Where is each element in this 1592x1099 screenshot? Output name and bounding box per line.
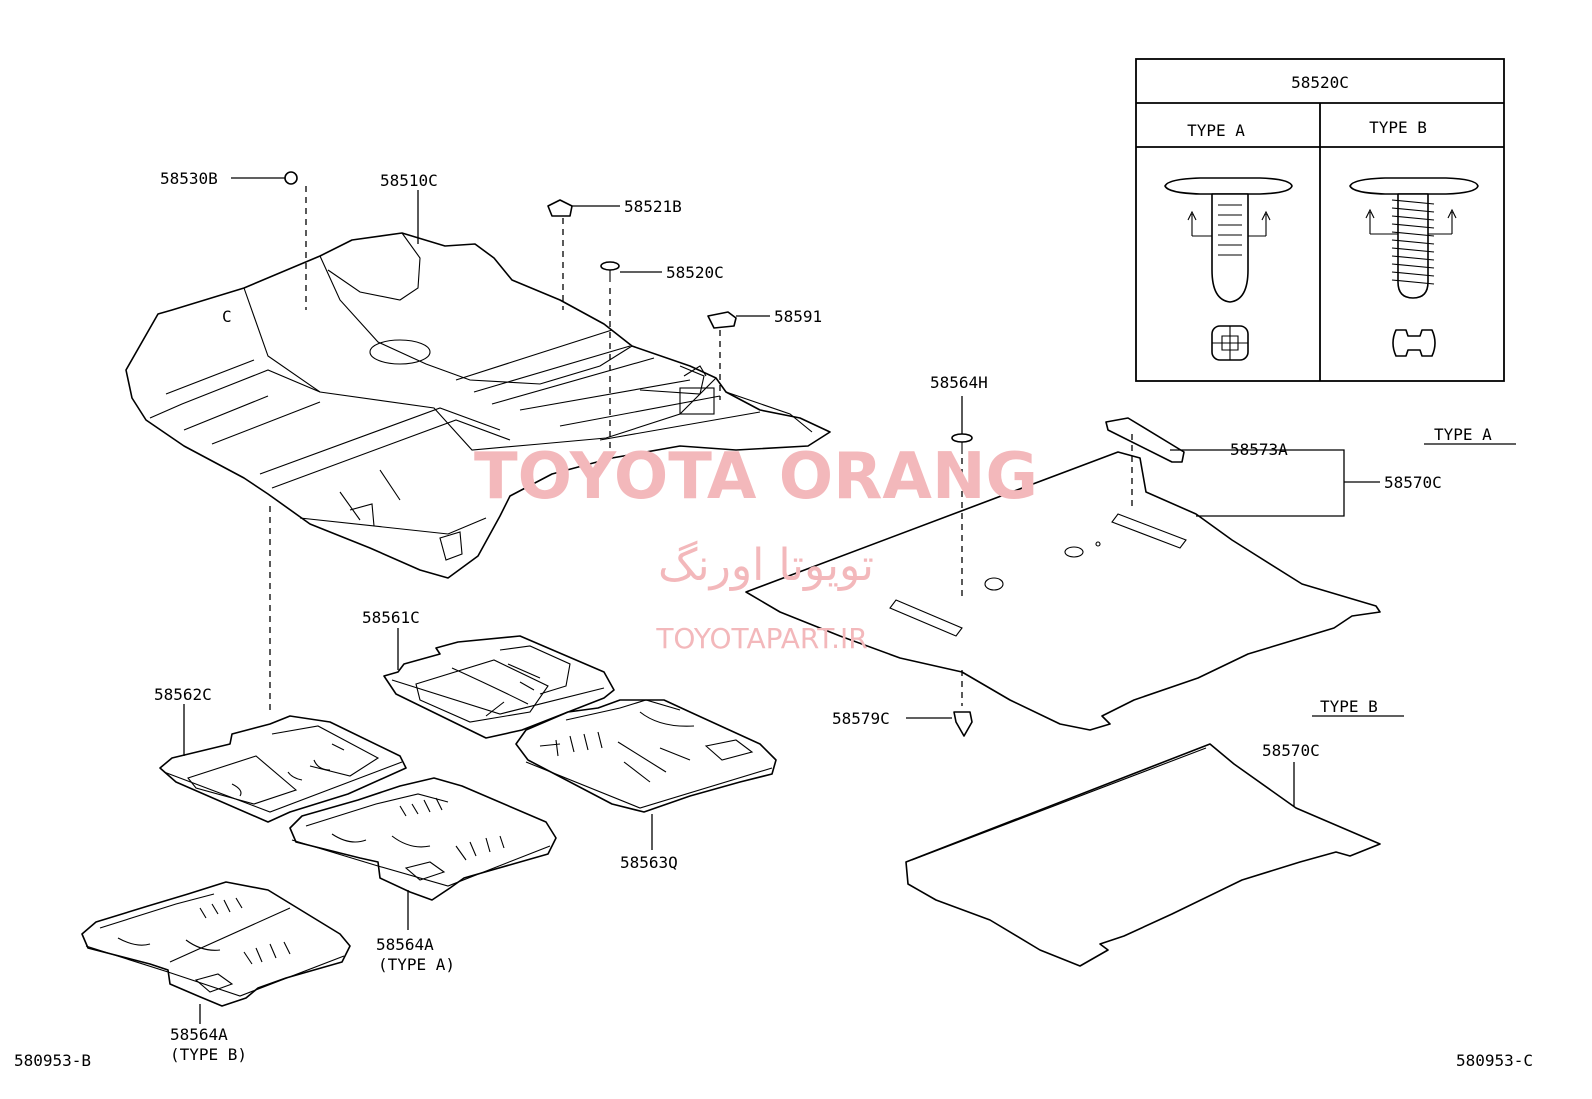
inset-type-b-label: TYPE B (1369, 118, 1427, 137)
clip-58520c-icon (600, 261, 620, 271)
footer-right-code: 580953-C (1456, 1051, 1533, 1070)
rear-carpet-type-a (745, 417, 1381, 731)
label-58591: 58591 (774, 307, 822, 326)
label-58561c: 58561C (362, 608, 420, 627)
label-58564a-a-type: (TYPE A) (378, 955, 455, 974)
watermark-brand: TOYOTA ORANG (474, 440, 1038, 514)
clip-58579c-icon (953, 711, 973, 737)
label-type-b: TYPE B (1320, 697, 1378, 716)
watermark-persian: تویوتا اورنگ (658, 540, 874, 591)
clip-type-a-icon (1164, 177, 1293, 361)
label-58520c: 58520C (666, 263, 724, 282)
label-58570c-a: 58570C (1384, 473, 1442, 492)
bracket-58570c (1170, 449, 1345, 517)
mat-58564a-type-b (81, 881, 351, 1007)
label-58562c: 58562C (154, 685, 212, 704)
inset-type-a-label: TYPE A (1187, 121, 1245, 140)
label-58563q: 58563Q (620, 853, 678, 872)
watermark-site: TOYOTAPART.IR (655, 622, 867, 655)
label-58564a-a: 58564A (376, 935, 434, 954)
floor-mark: C (222, 307, 232, 326)
clip-58521b-icon (547, 199, 573, 217)
label-58510c: 58510C (380, 171, 438, 190)
mat-58564a-type-a (289, 777, 557, 901)
label-58570c-b: 58570C (1262, 741, 1320, 760)
label-58564a-b: 58564A (170, 1025, 228, 1044)
label-type-a: TYPE A (1434, 425, 1492, 444)
label-58530b: 58530B (160, 169, 218, 188)
inset-title: 58520C (1291, 73, 1349, 92)
mat-58562c (159, 715, 407, 823)
mat-58563q (515, 699, 777, 813)
label-58564h: 58564H (930, 373, 988, 392)
label-58573a: 58573A (1230, 440, 1288, 459)
label-58579c: 58579C (832, 709, 890, 728)
floor-carpet-58510c: C (125, 232, 831, 579)
rear-carpet-type-b (905, 743, 1381, 967)
clip-type-b-icon (1349, 177, 1479, 357)
mat-58561c (383, 635, 615, 739)
grommet-58530b-icon (284, 171, 298, 185)
label-58564a-b-type: (TYPE B) (170, 1045, 247, 1064)
clip-58591-icon (707, 311, 737, 329)
label-58521b: 58521B (624, 197, 682, 216)
footer-left-code: 580953-B (14, 1051, 91, 1070)
clip-type-inset: 58520C TYPE A TYPE B (1135, 58, 1505, 382)
